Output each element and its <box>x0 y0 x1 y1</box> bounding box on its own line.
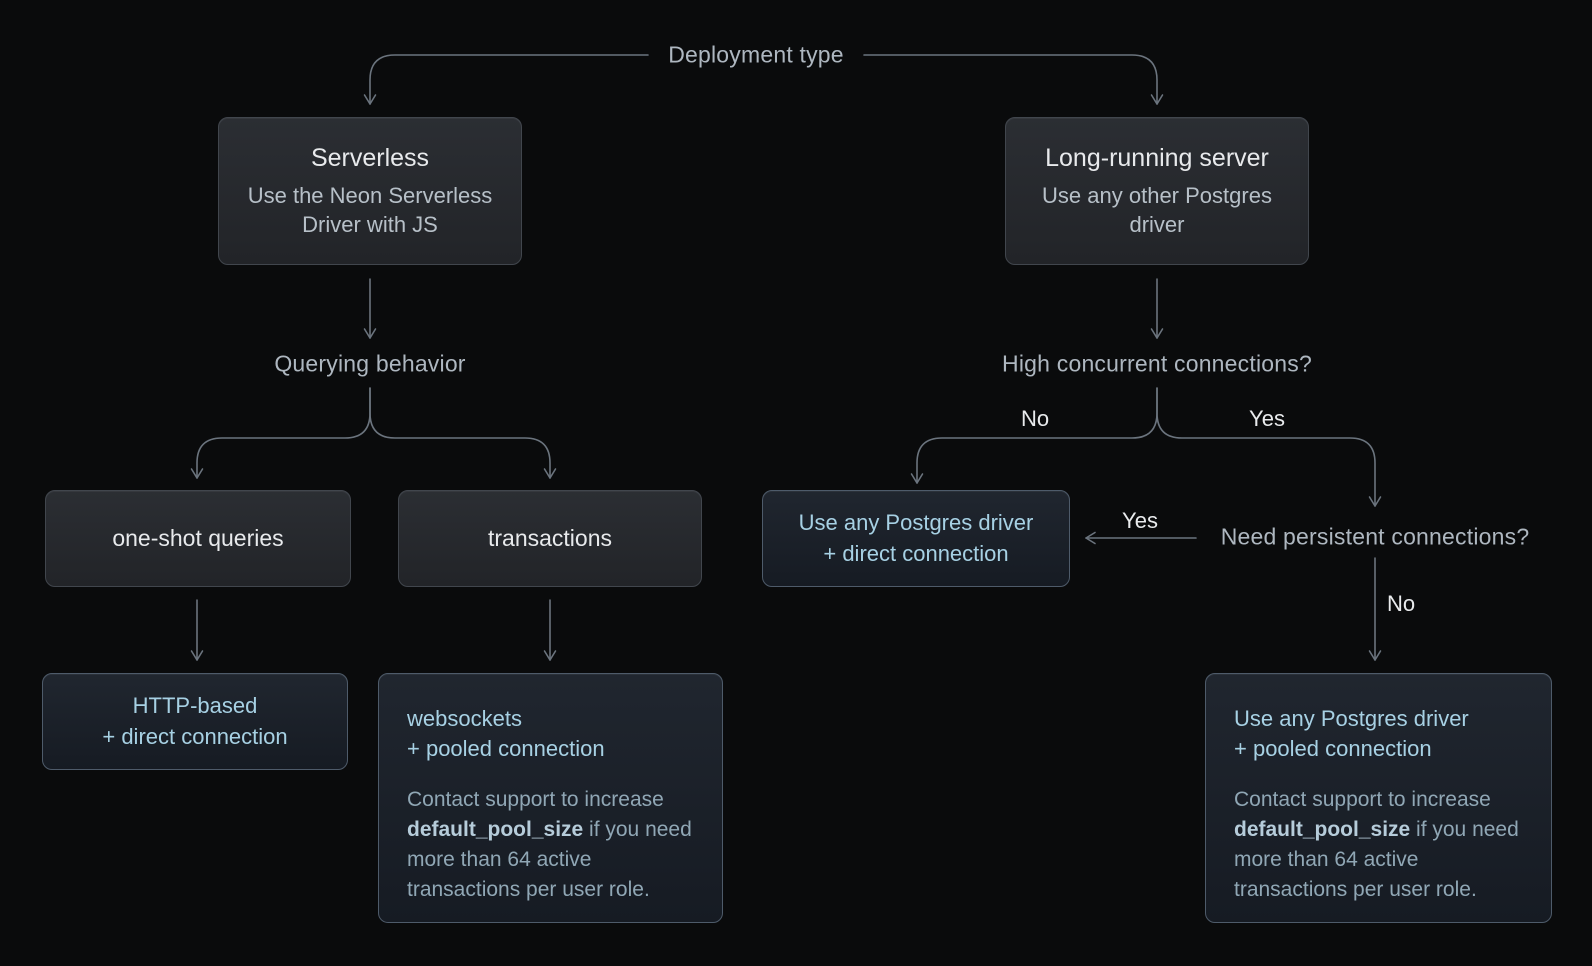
node-transactions-label: transactions <box>487 525 612 551</box>
node-transactions: transactions <box>398 490 702 587</box>
edge-deployment-to-longrunning <box>863 54 1164 105</box>
note-default-pool-size: default_pool_size <box>1234 817 1411 841</box>
edge-label-no-persistent: No <box>1386 591 1416 616</box>
label-deployment-type: Deployment type <box>668 41 844 68</box>
node-websockets-pooled-connection: websockets + pooled connection Contact s… <box>378 673 723 923</box>
edge-label-yes-persistent: Yes <box>1122 508 1158 533</box>
node-any-driver-pooled-note: Contact support to increase default_pool… <box>1234 785 1523 906</box>
note-text-before: Contact support to increase <box>1234 787 1491 811</box>
edge-querying-to-oneshot <box>190 387 371 479</box>
node-http-direct-line2: + direct connection <box>102 723 288 749</box>
node-any-driver-pooled-line1: Use any Postgres driver <box>1234 706 1469 731</box>
node-websockets-note: Contact support to increase default_pool… <box>407 785 694 906</box>
node-long-running-subtitle: Use any other Postgres driver <box>1042 183 1272 237</box>
edge-deployment-to-serverless <box>363 54 649 105</box>
node-http-direct-connection: HTTP-based + direct connection <box>42 673 348 770</box>
label-high-concurrent-connections: High concurrent connections? <box>1002 350 1312 377</box>
node-serverless-title: Serverless <box>310 143 430 172</box>
note-text-after: if you need more than 64 active transact… <box>1234 817 1519 902</box>
node-any-driver-pooled-line2: + pooled connection <box>1234 736 1432 762</box>
node-long-running-server: Long-running server Use any other Postgr… <box>1005 117 1309 265</box>
node-websockets-line1: websockets <box>407 706 522 731</box>
edge-querying-to-transactions <box>369 387 557 479</box>
edge-label-no-highconcurrent: No <box>1020 406 1050 431</box>
node-any-driver-direct-line2: + direct connection <box>823 540 1009 566</box>
label-need-persistent-connections: Need persistent connections? <box>1220 523 1530 550</box>
node-any-driver-direct-connection: Use any Postgres driver + direct connect… <box>762 490 1070 587</box>
edge-highconcurrent-no <box>910 387 1158 484</box>
note-default-pool-size: default_pool_size <box>407 817 584 841</box>
node-serverless: Serverless Use the Neon Serverless Drive… <box>218 117 522 265</box>
node-http-direct-line1: HTTP-based <box>132 693 258 719</box>
node-websockets-line2: + pooled connection <box>407 736 605 762</box>
node-any-driver-pooled-connection: Use any Postgres driver + pooled connect… <box>1205 673 1552 923</box>
label-querying-behavior: Querying behavior <box>274 350 466 377</box>
note-text-before: Contact support to increase <box>407 787 664 811</box>
node-any-driver-direct-line1: Use any Postgres driver <box>798 510 1034 536</box>
note-text-after: if you need more than 64 active transact… <box>407 817 692 902</box>
node-one-shot-label: one-shot queries <box>112 525 284 551</box>
node-one-shot-queries: one-shot queries <box>45 490 351 587</box>
edge-label-yes-highconcurrent: Yes <box>1249 406 1285 431</box>
node-long-running-title: Long-running server <box>1045 143 1269 172</box>
node-serverless-subtitle: Use the Neon Serverless Driver with JS <box>247 183 493 237</box>
